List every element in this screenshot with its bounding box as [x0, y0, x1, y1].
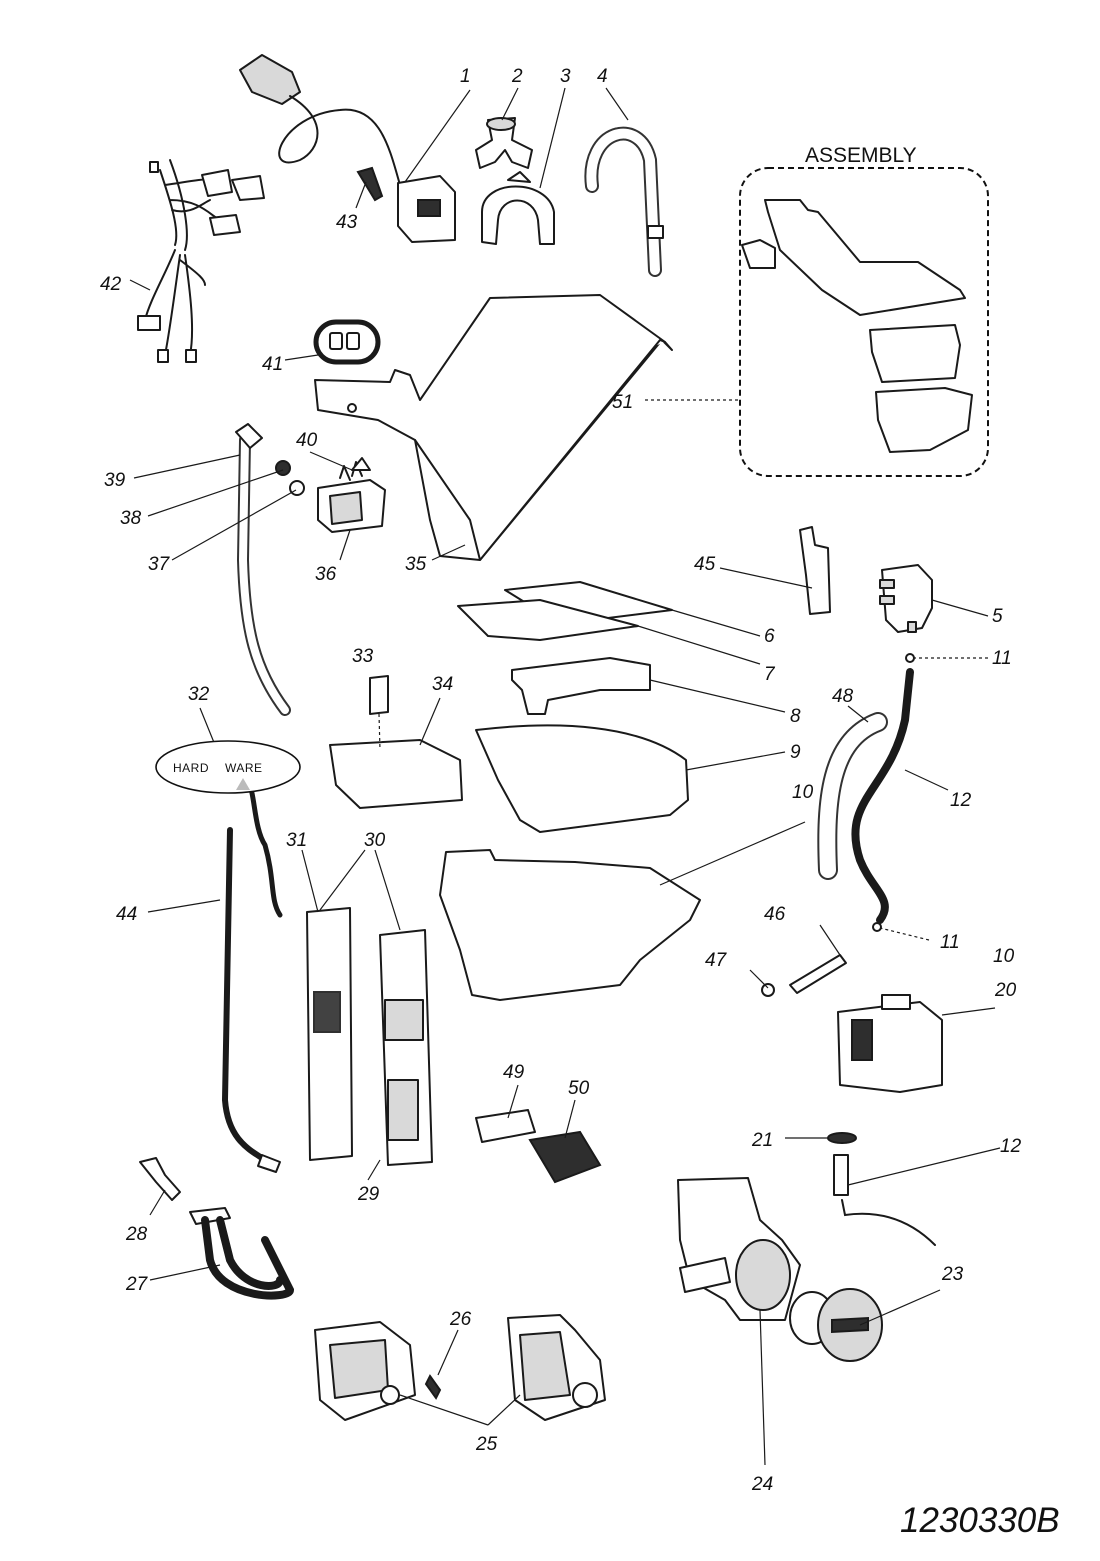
callout-38: 38: [120, 508, 142, 529]
float-tray-part[interactable]: [329, 739, 463, 809]
callout-10-lower: 10: [993, 946, 1015, 967]
callout-50: 50: [568, 1078, 590, 1099]
callout-6: 6: [764, 626, 775, 647]
terminal-block-part[interactable]: [317, 461, 386, 533]
callout-12-upper: 12: [950, 790, 972, 811]
hardware-bubble: HARD WARE: [155, 740, 301, 794]
screw-part[interactable]: [356, 166, 384, 202]
sensor-cable-part[interactable]: [221, 827, 281, 1173]
motor-right-part[interactable]: [507, 1314, 606, 1421]
callout-11-upper: 11: [992, 648, 1012, 669]
control-board-part[interactable]: [379, 929, 433, 1166]
callout-10-upper: 10: [792, 782, 814, 803]
callout-labels: 1 2 3 4 43 42 41 51 40 39 38 37 36 35 45…: [100, 66, 1022, 1495]
callout-31: 31: [286, 830, 307, 851]
grommet-part[interactable]: [313, 319, 381, 365]
callout-45: 45: [694, 554, 716, 575]
callout-34: 34: [432, 674, 453, 695]
o-ring-part[interactable]: [761, 983, 775, 997]
callout-35: 35: [405, 554, 427, 575]
callout-36: 36: [315, 564, 337, 585]
bypass-hose-part[interactable]: [817, 712, 888, 880]
callout-12-lower: 12: [1000, 1136, 1022, 1157]
plug-cap-part[interactable]: [351, 457, 371, 471]
callout-32: 32: [188, 684, 210, 705]
float-part[interactable]: [369, 675, 389, 715]
seal-bottom-part[interactable]: [872, 922, 882, 932]
callout-39: 39: [104, 470, 126, 491]
assembly-box: [739, 167, 989, 477]
y-connector-part[interactable]: [475, 117, 533, 169]
callout-24: 24: [751, 1474, 773, 1495]
seal-ring-part[interactable]: [275, 460, 291, 476]
callout-5: 5: [992, 606, 1003, 627]
callout-26: 26: [449, 1309, 472, 1330]
callout-44: 44: [116, 904, 137, 925]
callout-25: 25: [475, 1434, 498, 1455]
bracket-part[interactable]: [799, 526, 831, 615]
leader-lines: [129, 87, 1001, 1466]
callout-2: 2: [511, 66, 523, 87]
callout-47: 47: [705, 950, 728, 971]
ribbon-cable-part[interactable]: [247, 782, 283, 918]
callout-51: 51: [612, 392, 633, 413]
seal-top-part[interactable]: [905, 653, 915, 663]
callout-37: 37: [148, 554, 171, 575]
motor-screw-part[interactable]: [424, 1374, 442, 1400]
callout-28: 28: [125, 1224, 148, 1245]
callout-23: 23: [941, 1264, 964, 1285]
washer-part[interactable]: [289, 480, 305, 496]
drain-hose-part[interactable]: [584, 126, 664, 277]
callout-43: 43: [336, 212, 358, 233]
board-cover-part[interactable]: [306, 907, 353, 1161]
callout-40: 40: [296, 430, 318, 451]
pressure-switch-part[interactable]: [879, 564, 933, 633]
hose-connector-part[interactable]: [833, 1154, 849, 1196]
callout-9: 9: [790, 742, 801, 763]
heater-element-part[interactable]: [189, 1207, 295, 1300]
power-cord-part[interactable]: [239, 54, 456, 243]
door-lock-part[interactable]: [837, 994, 943, 1093]
gasket-part[interactable]: [827, 1132, 857, 1144]
detergent-drawer-part[interactable]: [475, 724, 689, 833]
drain-pump-part[interactable]: [677, 1177, 801, 1321]
callout-48: 48: [832, 686, 854, 707]
callout-33: 33: [352, 646, 374, 667]
usb-adapter-part[interactable]: [528, 1130, 602, 1184]
callout-42: 42: [100, 274, 122, 295]
ntc-sensor-part[interactable]: [139, 1157, 181, 1201]
hardware-bubble-left: HARD: [173, 761, 209, 775]
callout-3: 3: [560, 66, 571, 87]
callout-29: 29: [357, 1184, 380, 1205]
hose-bracket-part[interactable]: [481, 171, 555, 245]
callout-30: 30: [364, 830, 386, 851]
pressure-chamber-part[interactable]: [789, 954, 847, 994]
drawer-housing-part[interactable]: [439, 849, 701, 1001]
pump-filter-part[interactable]: [789, 1288, 883, 1362]
callout-11-lower: 11: [940, 932, 960, 953]
callout-49: 49: [503, 1062, 525, 1083]
document-number: 1230330B: [900, 1501, 1060, 1540]
callout-1: 1: [460, 66, 471, 87]
callout-7: 7: [764, 664, 776, 685]
motor-left-part[interactable]: [314, 1321, 416, 1421]
siphon-cap-part[interactable]: [511, 657, 651, 715]
callout-41: 41: [262, 354, 283, 375]
callout-4: 4: [597, 66, 608, 87]
hardware-bubble-right: WARE: [225, 761, 263, 775]
callout-21: 21: [751, 1130, 773, 1151]
pressure-tube-part[interactable]: [851, 668, 914, 924]
fill-tube-part[interactable]: [235, 423, 291, 716]
callout-27: 27: [125, 1274, 149, 1295]
callout-20: 20: [994, 980, 1017, 1001]
callout-8: 8: [790, 706, 801, 727]
top-panel-part[interactable]: [314, 294, 673, 561]
assembly-heading: ASSEMBLY: [805, 144, 917, 167]
filter-lower-part[interactable]: [457, 599, 639, 641]
service-key-part[interactable]: [475, 1109, 536, 1143]
wiring-harness-part[interactable]: [137, 159, 265, 363]
callout-46: 46: [764, 904, 786, 925]
